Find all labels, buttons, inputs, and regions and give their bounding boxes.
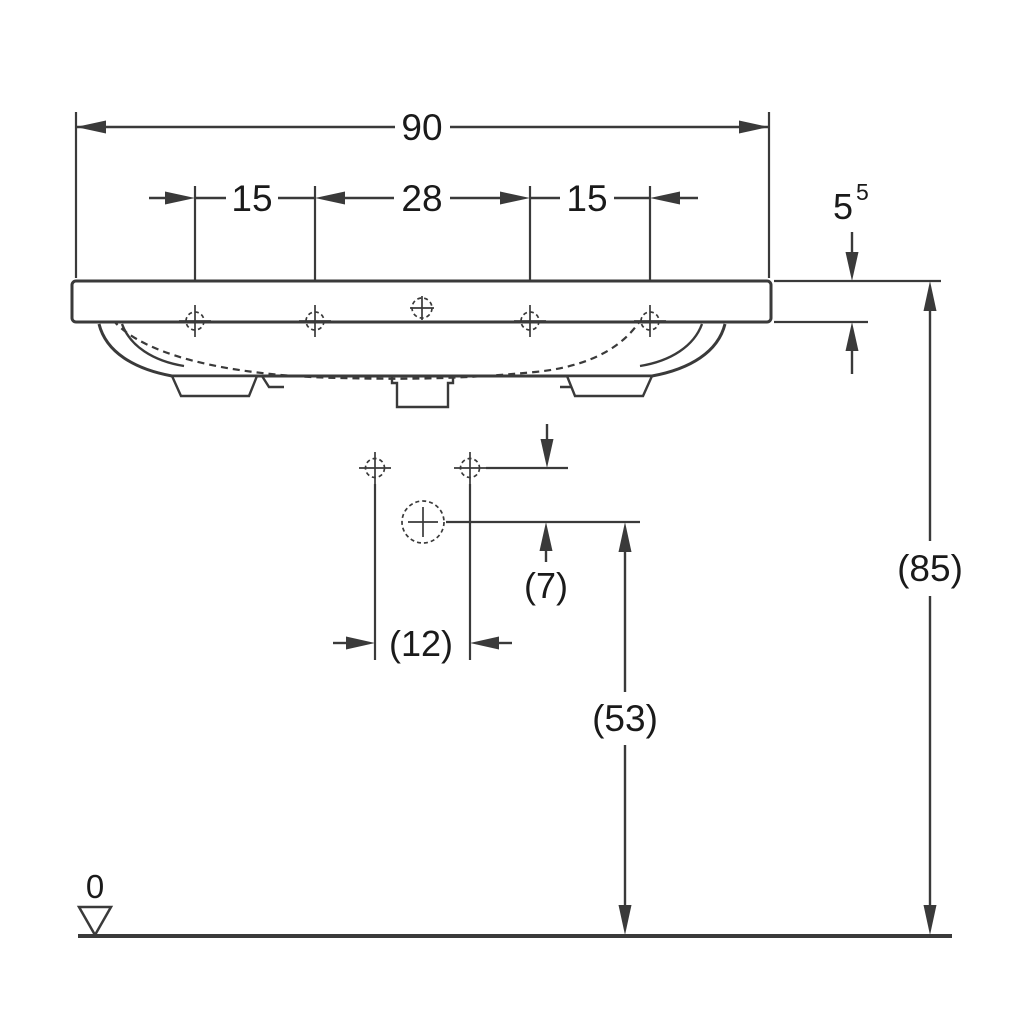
dim-outlet-height: (53) [592,522,658,935]
dim-total-width-label: 90 [401,107,442,148]
dim-overall-height: (85) [897,281,963,935]
dim-fixing-offset: (7) [524,424,568,606]
arrow-down-icon [618,905,632,935]
arrow-up-icon [845,322,859,351]
basin-interior-dashed-outline [105,296,654,380]
dim-spacing-center-label: 28 [401,178,442,219]
dim-fixing-offset-label: (7) [524,565,568,606]
datum-zero-label: 0 [86,868,104,905]
dim-fixing-spacing-label: (12) [389,623,453,664]
dim-total-width: 90 [74,107,771,278]
ground-datum: 0 [76,868,952,938]
dim-fixing-spacing: (12) [333,623,512,664]
basin-inner-curve-right [639,323,704,368]
tap-hole-icon [179,305,211,337]
fixing-holes-detail [359,452,640,660]
basin-foot-left [170,374,259,398]
outlet-hole-icon [401,500,445,544]
dim-outlet-height-label: (53) [592,698,658,739]
fixing-hole-icon [359,452,391,484]
arrow-down-icon [845,252,859,281]
arrow-right-icon [165,191,195,205]
tap-hole-icon [634,305,666,337]
basin-inner-curve-left [120,323,185,368]
arrow-left-icon [315,191,345,205]
drain-outline [390,377,455,409]
basin-bowl-outline [97,323,727,378]
datum-triangle-icon [76,905,114,938]
arrow-up-icon [923,281,937,311]
arrow-up-icon [618,522,632,552]
dim-thickness: 5 5 [774,179,941,374]
dim-overall-height-label: (85) [897,548,963,589]
basin-foot-right [565,374,654,398]
dim-hole-spacings: 15 28 15 [149,178,698,304]
dim-thickness-superscript: 5 [856,179,869,205]
arrow-right-icon [346,636,375,650]
overflow-hole-icon [410,296,434,320]
arrow-left-icon [650,191,680,205]
arrow-right-icon [739,120,769,134]
arrow-up-icon [539,522,553,551]
arrow-right-icon [500,191,530,205]
arrow-down-icon [923,905,937,935]
tap-hole-icon [514,305,546,337]
dim-spacing-left-label: 15 [231,178,272,219]
dim-thickness-label: 5 [833,186,853,227]
dim-spacing-right-label: 15 [566,178,607,219]
arrow-left-icon [76,120,106,134]
arrow-down-icon [540,439,554,468]
basin-detail-left [260,375,284,389]
basin-front-view [70,279,773,409]
arrow-left-icon [470,636,499,650]
fixing-hole-icon [454,452,486,484]
tap-hole-icon [299,305,331,337]
